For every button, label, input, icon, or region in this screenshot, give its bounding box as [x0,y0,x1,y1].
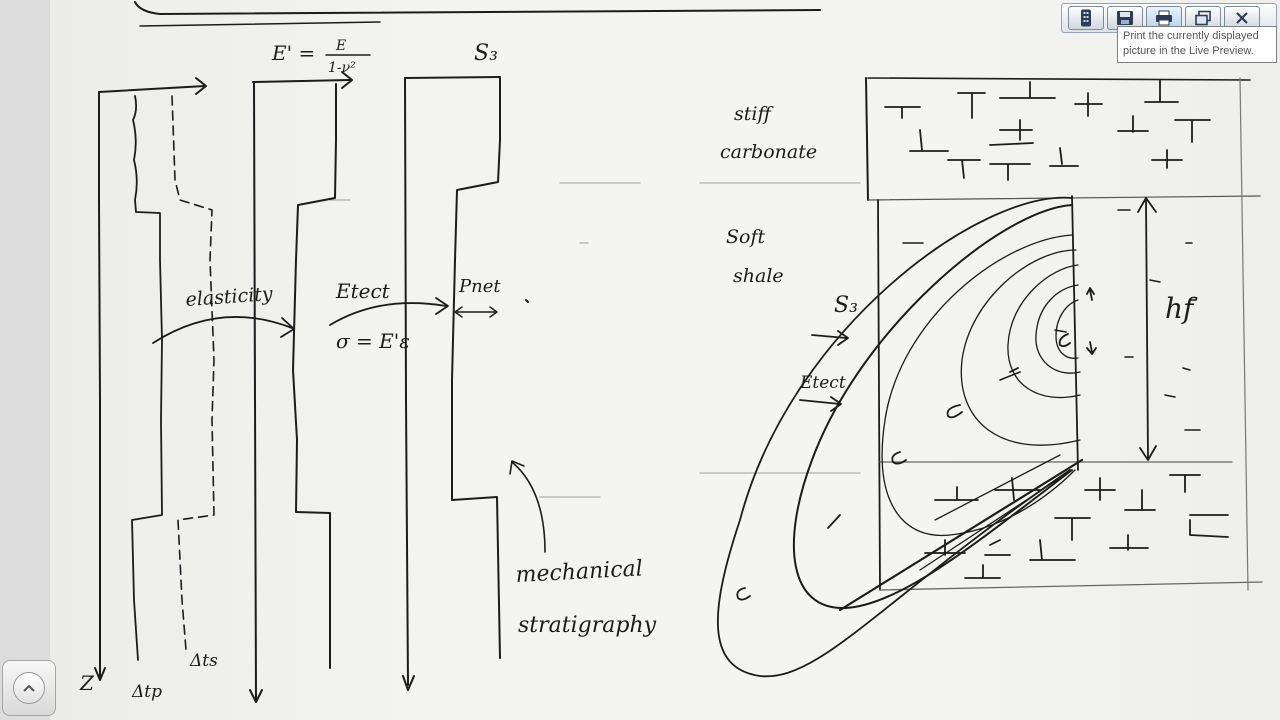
e-prime-lhs: E' = [271,41,315,65]
layer-box [865,77,1263,591]
z-axis-column [94,77,207,681]
print-icon [1156,10,1172,26]
layer-boundary-lines [329,182,861,498]
shale-label: shale [733,265,784,287]
remote-button[interactable] [1068,6,1104,30]
strat-arrow [511,461,546,553]
strain-marks [736,287,1097,601]
e-prime-den: 1-ν² [328,60,356,76]
etect-right-arrow [799,399,841,405]
chevron-up-icon [23,684,35,692]
mechanical-label: mechanical [515,556,643,588]
elasticity-arrow [152,316,293,344]
s3-top-label: S₃ [474,41,498,66]
hf-label: hf [1165,292,1198,325]
e-prime-log [249,71,353,703]
sigma-equation: σ = E'ε [336,329,410,353]
pnet-label: Pnet [458,276,501,297]
e-prime-num: E [335,38,346,54]
close-icon [1236,12,1248,24]
etect-right-label: Etect [799,373,846,393]
s3-log [402,76,501,691]
stratigraphy-label: stratigraphy [518,613,657,638]
save-icon [1117,11,1133,25]
fracture-contours [716,195,1084,678]
header-line [134,1,821,15]
scroll-up-circle [13,672,45,704]
carbonate-symbols-bottom [924,474,1229,579]
sonic-log-dts [171,95,215,651]
dts-label: Δts [189,651,218,671]
stiff-label: stiff [734,103,774,125]
s3-right-label: S₃ [834,293,858,318]
header-underline [139,21,381,27]
sonic-log-dtp [131,95,163,661]
s3-right-arrow [811,334,847,339]
hf-arrow [1145,199,1149,459]
elasticity-label: elasticity [185,283,274,311]
scroll-up-button[interactable] [2,660,56,716]
restore-window-icon [1195,10,1211,26]
z-label: Z [79,671,95,695]
soft-label: Soft [726,226,765,248]
carbonate-symbols-top [884,79,1211,181]
dtp-label: Δtp [131,682,162,702]
remote-icon [1081,9,1091,27]
etect-arrow [329,302,447,326]
carbonate-label: carbonate [720,141,817,163]
etect-label: Etect [335,279,391,303]
print-tooltip: Print the currently displayed picture in… [1117,26,1277,63]
